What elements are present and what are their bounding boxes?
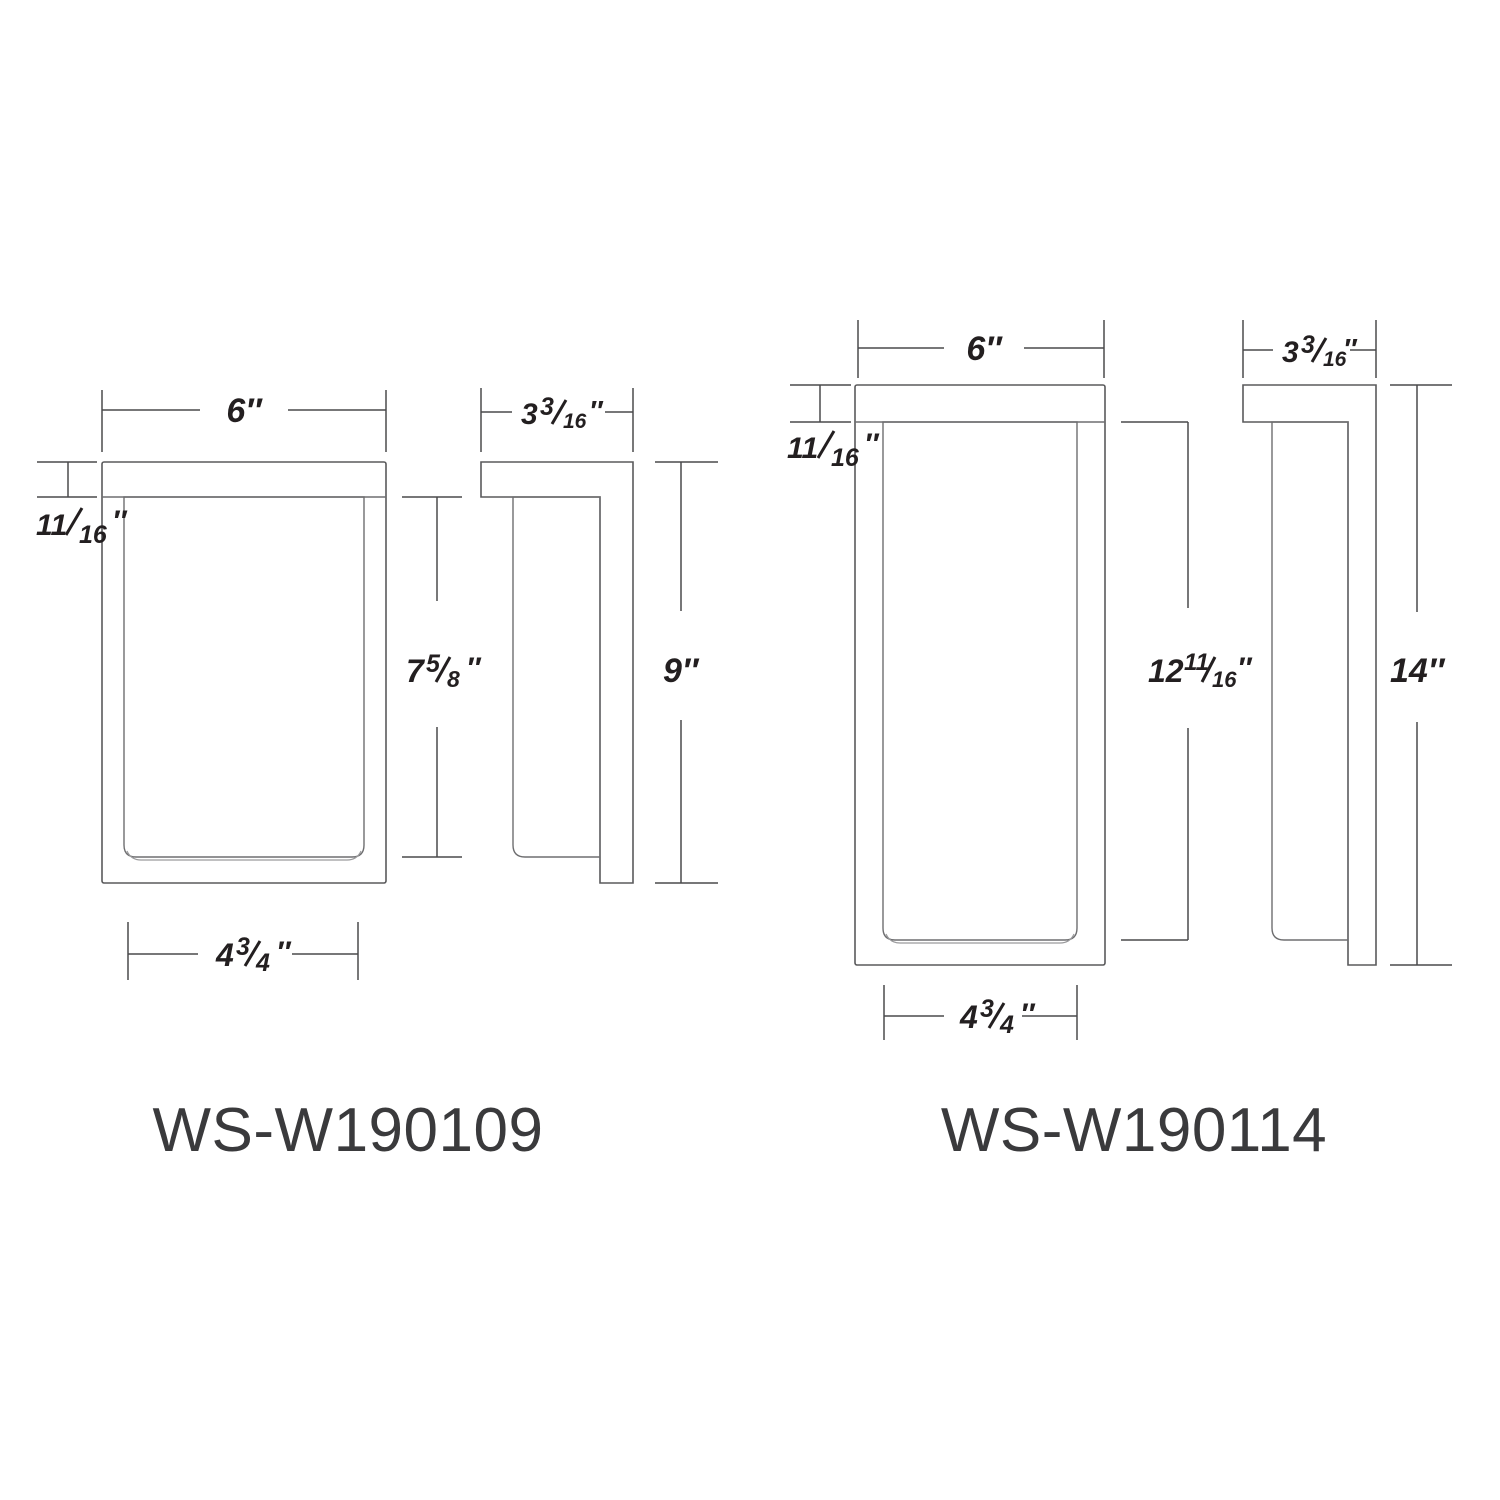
right-dim-total-text: 14″	[1390, 652, 1446, 690]
right-dim-bottom-whole: 4	[959, 999, 978, 1035]
right-dim-depth: 3 3 16 ″	[1242, 320, 1377, 378]
left-dim-inner-height: 7 5 8 ″	[402, 496, 482, 858]
right-dim-band-slash	[816, 430, 836, 459]
left-dim-total-height: 9″	[655, 461, 718, 884]
left-dim-band-whole: 11	[36, 509, 67, 542]
right-dim-depth-num: 3	[1301, 331, 1315, 359]
left-dim-width-text: 6″	[226, 392, 263, 430]
left-dim-band-text: 11 16 ″	[36, 505, 128, 549]
left-dim-inner-whole: 7	[406, 653, 426, 689]
right-dim-inner-unit: ″	[1237, 652, 1253, 685]
left-side-profile	[480, 461, 634, 884]
right-dim-depth-text: 3 3 16 ″	[1282, 331, 1358, 371]
right-front-inner-panel-shadow	[885, 933, 1075, 944]
left-dim-band: 11 16 ″	[36, 461, 128, 549]
right-dim-band-text: 11 16 ″	[787, 428, 880, 472]
left-dim-total-text: 9″	[663, 652, 700, 690]
left-dim-band-den: 16	[79, 521, 108, 549]
right-dim-inner-slash	[1200, 656, 1217, 683]
right-dim-depth-slash	[1310, 337, 1328, 363]
part-left-group: 6″ 11 16 ″ 3	[36, 388, 718, 1165]
left-side-view	[480, 461, 634, 884]
left-dim-depth: 3 3 16 ″	[480, 388, 634, 452]
left-front-view	[101, 461, 387, 884]
right-side-view	[1242, 384, 1377, 966]
left-dim-bottom-slash	[243, 940, 262, 967]
right-dim-inner-whole: 12	[1148, 653, 1184, 689]
left-dim-inner-unit: ″	[466, 652, 482, 685]
right-side-inner-recess	[1271, 421, 1349, 941]
left-dim-inner-slash	[434, 656, 452, 683]
left-dim-depth-unit: ″	[589, 395, 604, 426]
left-dim-bottom-unit: ″	[276, 936, 292, 969]
right-dim-inner-den: 16	[1212, 667, 1237, 692]
right-dim-bottom-den: 4	[999, 1011, 1014, 1039]
part-label-right: WS-W190114	[941, 1096, 1327, 1165]
right-dim-depth-unit: ″	[1343, 333, 1358, 364]
right-dim-bottom-width: 4 3 4 ″	[883, 985, 1078, 1040]
right-dim-depth-den: 16	[1323, 348, 1347, 371]
right-dim-band-num: 11	[787, 432, 818, 465]
right-dim-inner-height: 12 11 16 ″	[1121, 421, 1253, 941]
right-dim-bottom-text: 4 3 4 ″	[959, 995, 1036, 1039]
left-dim-inner-num: 5	[426, 650, 441, 678]
left-dim-bottom-den: 4	[255, 949, 270, 977]
right-dim-width-text: 6″	[966, 330, 1003, 368]
right-dim-width-6in: 6″	[857, 320, 1105, 378]
right-dim-bottom-num: 3	[980, 995, 994, 1023]
part-right-group: 6″ 11 16 ″ 3	[787, 320, 1452, 1165]
left-dim-depth-num: 3	[540, 393, 554, 421]
left-dim-width-6in: 6″	[101, 390, 387, 452]
right-dim-inner-text: 12 11 16 ″	[1148, 649, 1253, 692]
left-front-inner-panel-shadow	[126, 850, 362, 861]
left-dim-depth-whole: 3	[521, 398, 538, 431]
right-front-outer-body	[854, 384, 1106, 966]
left-dim-inner-den: 8	[447, 666, 460, 692]
left-dim-band-unit: ″	[112, 505, 128, 538]
left-dim-bottom-whole: 4	[215, 937, 234, 973]
part-label-left: WS-W190109	[153, 1096, 544, 1165]
right-dim-band: 11 16 ″	[787, 384, 880, 472]
left-dim-bottom-text: 4 3 4 ″	[215, 933, 292, 977]
right-front-inner-panel	[882, 421, 1078, 941]
left-front-inner-panel	[123, 496, 365, 858]
right-front-view	[854, 384, 1106, 966]
right-dim-bottom-unit: ″	[1020, 998, 1036, 1031]
right-dim-band-unit: ″	[864, 428, 880, 461]
right-dim-depth-whole: 3	[1282, 336, 1299, 369]
left-side-inner-recess	[512, 496, 601, 858]
left-dim-bottom-num: 3	[236, 933, 250, 961]
left-front-outer-body	[101, 461, 387, 884]
left-dim-band-slash	[64, 507, 84, 536]
left-dim-depth-den: 16	[563, 410, 587, 433]
right-side-profile	[1242, 384, 1377, 966]
left-dim-inner-text: 7 5 8 ″	[406, 650, 482, 692]
left-dim-depth-text: 3 3 16 ″	[521, 393, 604, 433]
right-dim-bottom-slash	[987, 1002, 1006, 1029]
left-dim-depth-slash	[550, 399, 568, 425]
left-dim-bottom-width: 4 3 4 ″	[127, 922, 359, 980]
right-dim-total-height: 14″	[1390, 384, 1452, 966]
right-dim-inner-num: 11	[1184, 649, 1209, 676]
right-dim-band-den: 16	[831, 444, 860, 472]
